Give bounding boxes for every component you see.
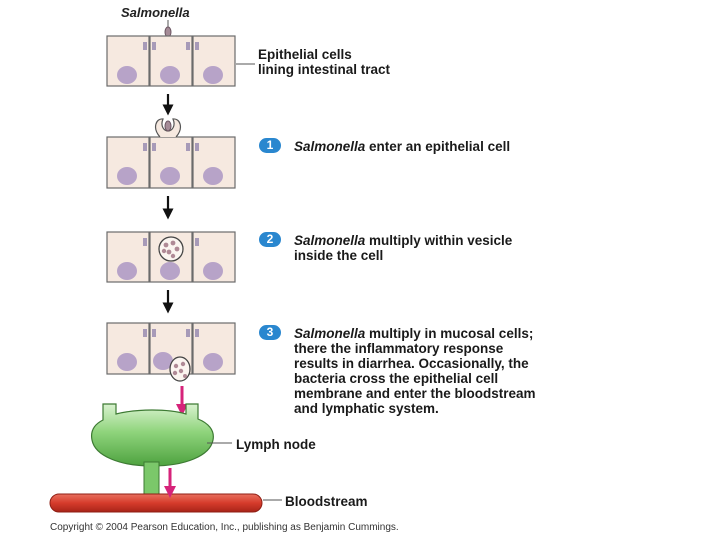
copyright-text: Copyright © 2004 Pearson Education, Inc.…: [50, 522, 399, 533]
salmonella-top-label: Salmonella: [121, 5, 190, 20]
step-1-badge: 1: [259, 138, 281, 153]
lymph-node-label: Lymph node: [236, 437, 316, 452]
bloodstream-label: Bloodstream: [285, 494, 368, 509]
lymph-node: [90, 403, 214, 503]
epithelial-row-step2: [106, 231, 236, 283]
blood-vessel: [49, 493, 263, 513]
step-1-text: Salmonella enter an epithelial cell: [294, 139, 511, 154]
epithelial-row-step3: [106, 322, 236, 382]
epithelial-row-step1: [106, 118, 236, 189]
step-2-badge: 2: [259, 232, 281, 247]
step-3-badge: 3: [259, 325, 281, 340]
step-3-text: Salmonella multiply in mucosal cells;the…: [294, 326, 536, 416]
epithelial-row-initial: [106, 35, 236, 87]
